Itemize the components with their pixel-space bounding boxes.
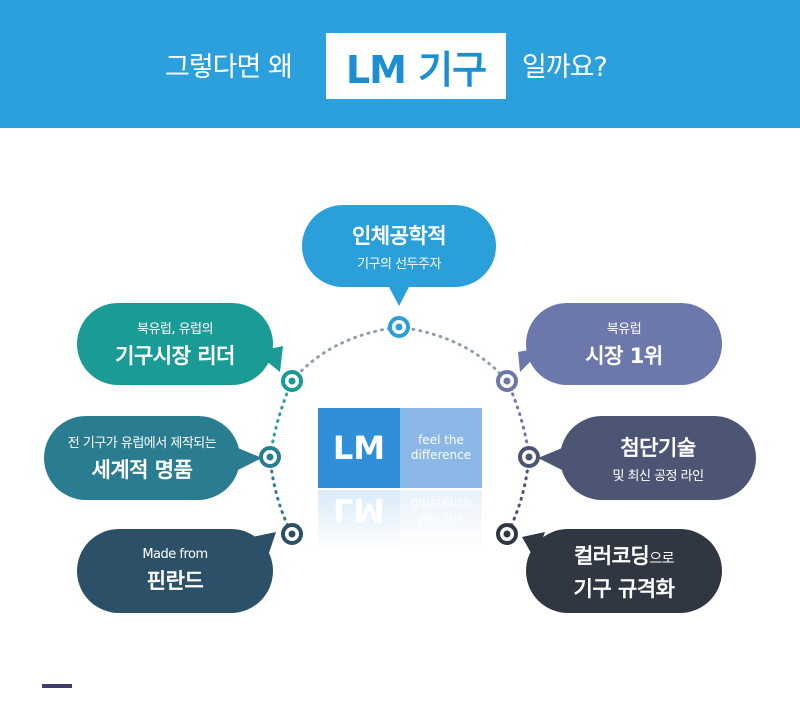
bubble-market-leader-title: 기구시장 리더: [115, 344, 235, 368]
bubble-market-leader: 북유럽, 유럽의 기구시장 리더: [77, 303, 273, 385]
node-right1: [496, 370, 518, 392]
node-left3: [281, 523, 303, 545]
bubble-market-first-title: 시장 1위: [585, 344, 663, 368]
lm-logo-reflection-line2: difference: [410, 496, 472, 510]
arc-right-upper: [505, 379, 531, 459]
node-top: [388, 316, 410, 338]
lm-logo-reflection: LM feel the difference: [318, 490, 482, 550]
bubble-technology-subtitle: 및 최신 공정 라인: [612, 469, 704, 484]
bubble-market-first-subtitle: 북유럽: [606, 322, 642, 337]
lm-logo-tagline-line2: difference: [410, 448, 472, 462]
arc-top-left: [290, 325, 401, 383]
bubble-color-coding-line2: 기구 규격화: [573, 576, 675, 601]
color-coding-bold-text: 컬러코딩: [573, 543, 650, 568]
bubble-ergonomic: 인체공학적 기구의 선두주자: [302, 205, 496, 287]
arc-right-lower: [505, 455, 531, 536]
arc-left-upper: [268, 379, 294, 459]
tail-top: [388, 285, 410, 306]
lm-logo-tagline: feel the difference: [400, 408, 482, 488]
node-right3: [496, 523, 518, 545]
bubble-ergonomic-subtitle: 기구의 선두주자: [357, 257, 441, 272]
bubble-technology-title: 첨단기술: [620, 436, 696, 460]
lm-logo-reflection-line1: feel the: [418, 511, 464, 525]
bubble-finland-subtitle: Made from: [142, 547, 208, 562]
lm-logo-tagline-line1: feel the: [418, 433, 464, 447]
node-left1: [281, 370, 303, 392]
bubble-technology: 첨단기술 및 최신 공정 라인: [560, 416, 756, 500]
color-coding-suffix-text: 으로: [649, 550, 675, 567]
arc-top-right: [397, 325, 509, 383]
header-prefix-text: 그렇다면 왜: [165, 52, 293, 83]
bubble-finland-title: 핀란드: [146, 569, 204, 593]
arc-left-lower: [268, 455, 294, 536]
tail-left2: [238, 448, 262, 470]
bubble-world-class-title: 세계적 명품: [91, 458, 193, 482]
bubble-color-coding: 컬러코딩으로 기구 규격화: [526, 529, 722, 613]
bubble-market-leader-subtitle: 북유럽, 유럽의: [136, 322, 214, 337]
bubble-world-class: 전 기구가 유럽에서 제작되는 세계적 명품: [44, 416, 240, 500]
bubble-color-coding-line1: 컬러코딩으로: [573, 540, 675, 570]
bubble-ergonomic-title: 인체공학적: [351, 224, 447, 248]
header-highlight-box: LM 기구: [326, 33, 506, 99]
tail-right2: [538, 448, 562, 470]
lm-logo-mark: LM: [318, 408, 400, 488]
header-banner: 그렇다면 왜 LM 기구 일까요?: [0, 0, 800, 128]
bubble-market-first: 북유럽 시장 1위: [526, 303, 722, 385]
lm-logo-reflection-mark: LM: [318, 490, 400, 550]
header-suffix-text: 일까요?: [522, 52, 608, 83]
footer-accent-bar: [42, 684, 72, 688]
node-right2: [518, 446, 540, 468]
bubble-finland: Made from 핀란드: [77, 529, 273, 613]
lm-logo: LM feel the difference: [318, 408, 482, 488]
bubble-world-class-subtitle: 전 기구가 유럽에서 제작되는: [67, 436, 217, 451]
lm-logo-reflection-tagline: feel the difference: [400, 490, 482, 550]
node-left2: [259, 446, 281, 468]
